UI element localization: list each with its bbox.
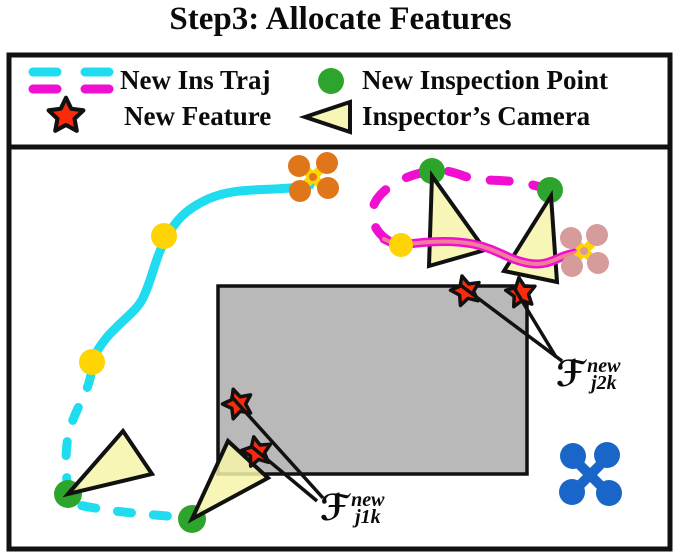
waypoint-dot [389,233,413,257]
pink-drone-icon [560,224,609,277]
script-f-glyph: ℱ [320,487,350,529]
feature-label-j2k: ℱ new j2k [556,353,621,395]
legend-icons [28,67,352,135]
waypoint-dot [79,349,105,375]
feature-label-sup: new [351,489,385,511]
red-star-icon [49,98,84,131]
figure-frame [6,52,673,552]
waypoint-dot [151,223,177,249]
inspection-point-dot [419,158,445,184]
label-pointer-line [249,444,319,503]
camera-triangle [426,170,489,269]
legend-label-inspectors-camera: Inspector’s Camera [362,101,591,131]
feature-label-sub: j2k [591,372,617,394]
blue-drone-icon [559,442,622,506]
camera-triangle-icon [298,99,352,135]
figure-title: Step3: Allocate Features [169,1,512,37]
label-pointer-line [457,282,564,363]
inspection-point-dot [537,177,563,203]
script-f-glyph: ℱ [556,353,586,395]
orange-drone-icon [288,152,339,202]
legend-label-new-feature: New Feature [124,101,272,131]
green-circle-icon [318,68,344,94]
label-pointer-line [511,285,558,358]
feature-label-j1k: ℱ new j1k [320,487,385,529]
legend-label-new-inspection-point: New Inspection Point [362,65,609,95]
legend-label-new-ins-traj: New Ins Traj [120,65,271,95]
feature-label-sub: j1k [355,506,381,528]
magenta-trajectory-dashed [367,166,555,246]
label-pointer-line [229,394,325,500]
feature-label-sup: new [587,355,621,377]
camera-triangle [500,189,560,285]
camera-triangle [62,427,156,498]
